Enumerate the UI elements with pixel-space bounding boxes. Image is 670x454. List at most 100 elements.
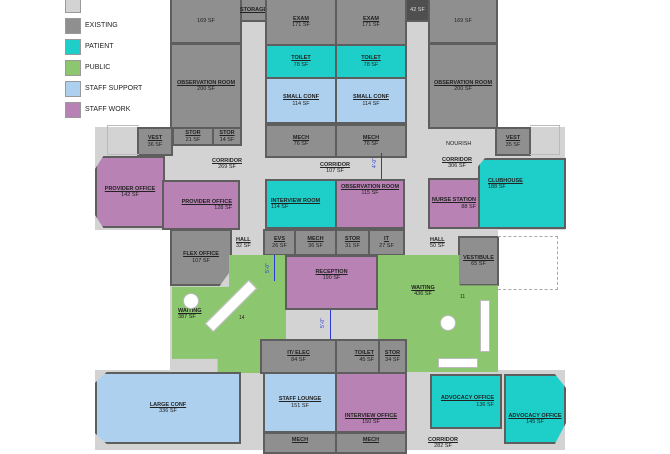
room-name: OBSERVATION ROOM <box>176 79 236 86</box>
room-area: 188 SF <box>488 184 506 191</box>
exterior-canopy <box>498 236 558 290</box>
room-area: 35 SF <box>505 141 521 148</box>
room-area: 76 SF <box>293 141 309 147</box>
room-area: 32 SF <box>236 243 251 250</box>
exterior-patio <box>530 125 560 155</box>
dimension-line <box>274 255 275 281</box>
room-area: 114 SF <box>271 204 289 210</box>
room-area: 84 SF <box>291 356 306 363</box>
room-name: VEST <box>147 135 163 142</box>
room-name: PROVIDER OFFICE <box>181 198 232 205</box>
room-office-northeast: 169 SF <box>428 0 498 44</box>
room-name: MECH <box>307 236 324 243</box>
room-name: ADVOCACY OFFICE <box>440 395 494 402</box>
room-area: 34 SF <box>385 356 400 363</box>
legend-label: STAFF WORK <box>85 106 131 113</box>
room-mech-south: MECH <box>335 432 407 454</box>
legend-label: PUBLIC <box>85 64 111 71</box>
seat-count: 14 <box>239 315 245 321</box>
legend-item-existing: EXISTING <box>65 15 142 36</box>
room-area: 136 SF <box>476 401 494 408</box>
room-area: 200 SF <box>454 86 472 92</box>
label-nourish: NOURISH <box>446 141 471 147</box>
room-name: RECEPTION <box>315 269 348 275</box>
legend-swatch <box>65 80 81 97</box>
room-area: 42 SF <box>410 6 425 13</box>
room-name: LARGE CONF <box>149 401 187 408</box>
room-storage: STORAGE <box>240 0 267 22</box>
room-name: CORRIDOR <box>320 162 350 168</box>
room-name: SMALL CONF <box>283 94 319 101</box>
room-name: STOR <box>219 130 235 137</box>
legend-label: EXISTING <box>85 22 118 29</box>
room-area: 171 SF <box>292 22 310 28</box>
room-name: STAFF LOUNGE <box>278 396 322 403</box>
room-name: TOILET <box>361 55 381 62</box>
room-area: 21 SF <box>185 136 201 143</box>
room-name: MECH <box>292 134 310 141</box>
room-name: MECH <box>362 437 380 443</box>
room-name: EXAM <box>293 15 309 22</box>
room-area: 31 SF <box>345 242 360 249</box>
room-name: OBSERVATION ROOM <box>433 79 493 86</box>
room-name: STOR <box>384 350 401 357</box>
room-area: 26 SF <box>272 242 287 249</box>
waiting-table <box>183 293 199 309</box>
room-area: 436 SF <box>414 291 432 298</box>
room-area: 50 SF <box>430 243 445 250</box>
legend-swatch <box>65 0 81 13</box>
room-area: 115 SF <box>361 190 379 197</box>
room-area: 27 SF <box>379 242 394 249</box>
room-name: CORRIDOR <box>428 437 458 443</box>
room-name: NURSE STATION <box>431 197 476 204</box>
room-area: 65 SF <box>471 261 486 267</box>
room-name: STOR <box>185 130 201 137</box>
legend-swatch <box>65 17 81 34</box>
legend-label: PATIENT <box>85 43 114 50</box>
room-name: VEST <box>505 135 521 142</box>
room-name: CORRIDOR <box>442 157 472 163</box>
legend-swatch <box>65 101 81 118</box>
room-area: 282 SF <box>434 443 452 450</box>
room-name: WAITING <box>411 285 435 291</box>
legend-item-staff-work: STAFF WORK <box>65 99 142 120</box>
seat-count: 11 <box>460 294 466 300</box>
room-dark: 42 SF <box>405 0 430 22</box>
legend-swatch <box>65 38 81 55</box>
room-name: INTERVIEW OFFICE <box>344 412 398 419</box>
room-area: 114 SF <box>292 100 310 107</box>
legend-item-staff-support: STAFF SUPPORT <box>65 78 142 99</box>
room-area: 169 SF <box>454 17 472 24</box>
room-name: TOILET <box>354 350 374 357</box>
room-area: 269 SF <box>218 164 236 171</box>
legend-label: STAFF SUPPORT <box>85 85 143 92</box>
room-name: IT/ ELEC <box>287 350 310 357</box>
exterior-patio <box>107 125 139 155</box>
waiting-table <box>440 315 456 331</box>
room-area: 336 SF <box>159 408 177 414</box>
room-area: 76 SF <box>363 141 379 147</box>
room-name: HALL <box>430 237 445 243</box>
dimension-label: 5'-0" <box>319 318 326 328</box>
